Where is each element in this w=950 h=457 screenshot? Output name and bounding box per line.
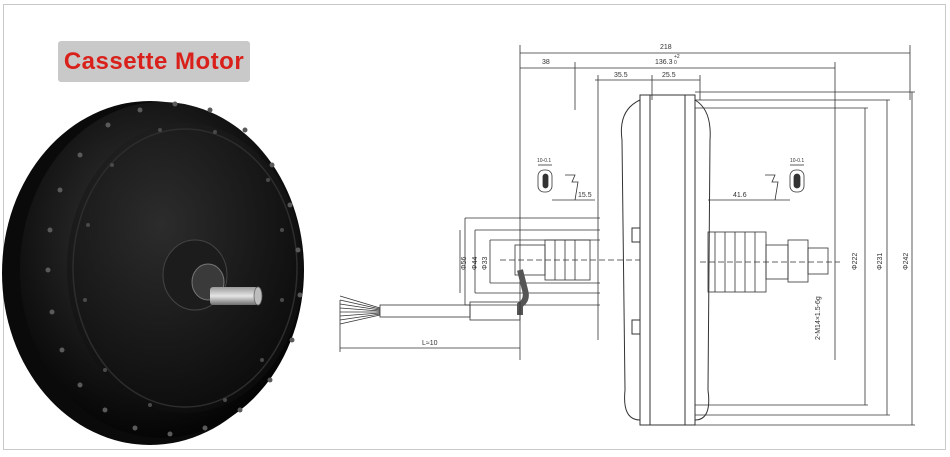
dim-right-slot-tol: 10-0.1 — [790, 158, 804, 164]
dim-dia-56: Φ56 — [461, 257, 468, 270]
dim-overall-width: 218 — [660, 44, 672, 51]
small-dimension-lines — [459, 199, 790, 293]
dim-15-5: 15.5 — [578, 192, 592, 199]
cover-bolts — [83, 128, 284, 407]
axle-shaft — [210, 287, 258, 305]
dim-dia-222: Φ222 — [852, 253, 859, 270]
dim-cable-length: L≈10 — [422, 340, 438, 347]
dim-41-6: 41.6 — [733, 192, 747, 199]
left-axle-assembly — [464, 217, 640, 315]
title-text: Cassette Motor — [63, 47, 245, 75]
dim-dia-44: Φ44 — [472, 257, 479, 270]
left-slot-detail — [537, 164, 579, 201]
image-frame — [3, 4, 946, 450]
spoke-holes — [45, 101, 303, 437]
dim-dia-242: Φ242 — [903, 253, 910, 270]
diameter-lines — [695, 91, 915, 426]
dim-25-5: 25.5 — [662, 72, 676, 79]
dim-thread: 2-M14×1.5-6g — [815, 296, 822, 340]
title-badge: Cassette Motor — [58, 41, 250, 82]
cable-wires — [339, 295, 381, 325]
cable-drawing — [339, 295, 521, 352]
dim-left-slot-tol: 10-0.1 — [537, 158, 551, 164]
hub-shell — [620, 94, 711, 426]
dim-left-offset: 38 — [542, 59, 550, 66]
dim-body-tol-lower: 0 — [674, 60, 677, 66]
dim-body-tol-upper: +2 — [674, 54, 680, 60]
dim-body-width: 136.3 — [655, 59, 673, 66]
dim-dia-231: Φ231 — [877, 253, 884, 270]
dim-dia-33: Φ33 — [482, 257, 489, 270]
right-slot-detail — [765, 164, 805, 201]
dim-35-5: 35.5 — [614, 72, 628, 79]
right-axle-assembly — [700, 231, 840, 293]
